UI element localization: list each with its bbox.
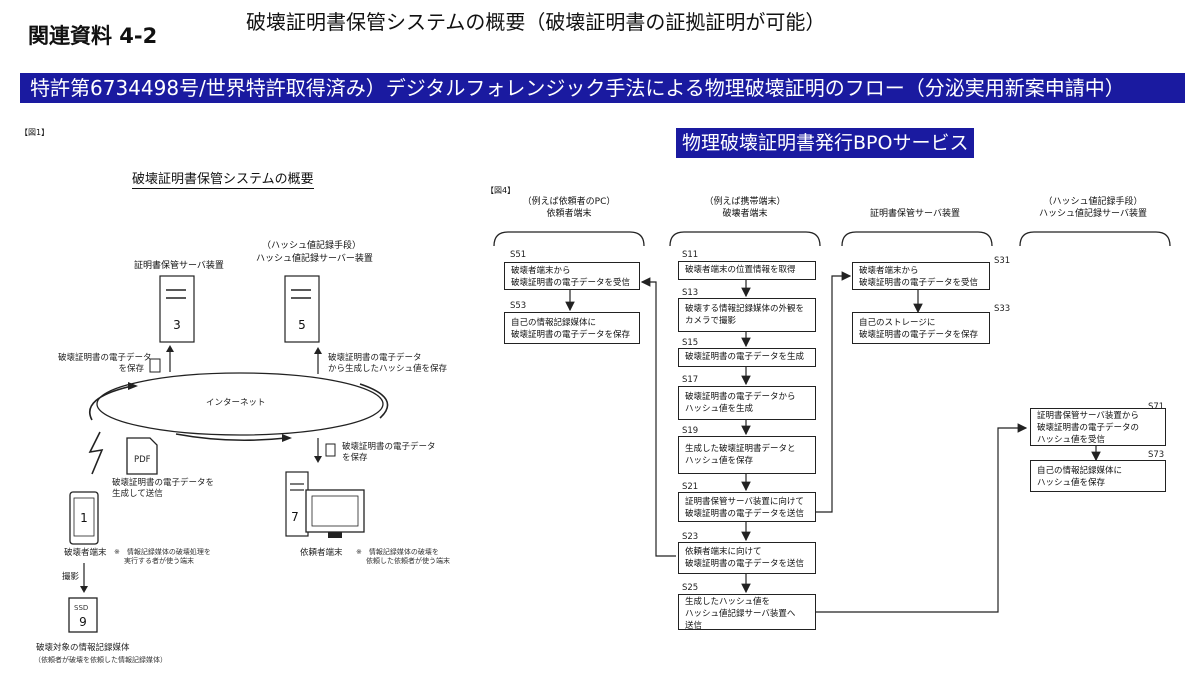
- figure1-title: 破壊証明書保管システムの概要: [132, 168, 314, 189]
- step-s17-id: S17: [682, 375, 699, 385]
- server-5-icon: [284, 275, 320, 343]
- figure1-label: 【図1】: [20, 128, 50, 137]
- step-s31-id: S31: [994, 256, 1011, 266]
- step-s21-id: S21: [682, 482, 699, 492]
- terminal1-label: 破壊者端末: [64, 548, 107, 558]
- step-s71-id: S71: [1148, 402, 1165, 412]
- terminal1-note: ※ 情報記録媒体の破壊処理を実行する者が使う端末: [114, 548, 211, 565]
- step-s31-box: 破壊者端末から破壊証明書の電子データを受信: [852, 262, 990, 290]
- step-s51-id: S51: [510, 250, 527, 260]
- step-s11-id: S11: [682, 250, 699, 260]
- photo-label: 撮影: [62, 572, 80, 582]
- pc7-number: 7: [291, 510, 299, 524]
- save-cert-note: 破壊証明書の電子データを保存: [58, 353, 152, 374]
- step-s23-id: S23: [682, 532, 699, 542]
- col-client-header: （例えば依頼者のPC）依頼者端末: [522, 197, 616, 219]
- terminal1-number: 1: [80, 511, 88, 525]
- step-s73-box: 自己の情報記録媒体にハッシュ値を保存: [1030, 460, 1166, 492]
- pc7-label: 依頼者端末: [300, 548, 343, 558]
- col-hash-server-header: （ハッシュ値記録手段）ハッシュ値記録サーバ装置: [1039, 197, 1147, 219]
- generate-send-note: 破壊証明書の電子データを生成して送信: [112, 478, 215, 499]
- step-s21-box: 証明書保管サーバ装置に向けて破壊証明書の電子データを送信: [678, 492, 816, 522]
- bpo-service-banner: 物理破壊証明書発行BPOサービス: [676, 128, 975, 158]
- phone-icon: [69, 491, 99, 545]
- step-s23-box: 依頼者端末に向けて破壊証明書の電子データを送信: [678, 542, 816, 574]
- pdf-icon: [126, 437, 158, 475]
- step-s15-id: S15: [682, 338, 699, 348]
- step-s33-id: S33: [994, 304, 1011, 314]
- server5-label-line1: （ハッシュ値記録手段）: [262, 241, 362, 251]
- ssd-number: 9: [79, 615, 87, 629]
- server-3-icon: [159, 275, 195, 343]
- ssd-icon: [68, 597, 98, 633]
- server3-label: 証明書保管サーバ装置: [134, 261, 224, 271]
- step-s13-id: S13: [682, 288, 699, 298]
- step-s19-box: 生成した破壊証明書データとハッシュ値を保存: [678, 436, 816, 474]
- server3-number: 3: [173, 318, 181, 332]
- col-cert-server-header: 証明書保管サーバ装置: [870, 209, 960, 219]
- col-destroyer-header: （例えば携帯端末）破壊者端末: [704, 197, 786, 219]
- internet-label: インターネット: [206, 398, 266, 408]
- page-title: 破壊証明書保管システムの概要（破壊証明書の証拠証明が可能）: [246, 10, 826, 34]
- pdf-label: PDF: [134, 455, 151, 465]
- ssd-label: SSD: [74, 604, 89, 612]
- media-sub-label: （依頼者が破壊を依頼した情報記録媒体）: [34, 656, 167, 664]
- save-hash-note: 破壊証明書の電子データから生成したハッシュ値を保存: [328, 353, 448, 374]
- pc-icon: [285, 471, 365, 538]
- step-s17-box: 破壊証明書の電子データからハッシュ値を生成: [678, 386, 816, 420]
- media-label: 破壊対象の情報記録媒体: [36, 643, 130, 653]
- step-s53-box: 自己の情報記録媒体に破壊証明書の電子データを保存: [504, 312, 640, 344]
- step-s25-id: S25: [682, 583, 699, 593]
- document-label: 関連資料 4-2: [28, 24, 158, 48]
- server5-number: 5: [298, 318, 306, 332]
- step-s51-box: 破壊者端末から破壊証明書の電子データを受信: [504, 262, 640, 290]
- step-s71-box: 証明書保管サーバ装置から破壊証明書の電子データのハッシュ値を受信: [1030, 408, 1166, 446]
- save-cert-pc-note: 破壊証明書の電子データを保存: [342, 442, 436, 463]
- step-s25-box: 生成したハッシュ値をハッシュ値記録サーバ装置へ送信: [678, 594, 816, 631]
- step-s19-id: S19: [682, 426, 699, 436]
- step-s73-id: S73: [1148, 450, 1165, 460]
- step-s53-id: S53: [510, 301, 527, 311]
- wireless-icon: [88, 431, 104, 475]
- step-s13-box: 破壊する情報記録媒体の外観をカメラで撮影: [678, 298, 816, 332]
- pc7-note: ※ 情報記録媒体の破壊を依頼した依頼者が使う端末: [356, 548, 450, 565]
- step-s11-box: 破壊者端末の位置情報を取得: [678, 261, 816, 280]
- figure4-label: 【図4】: [486, 186, 516, 195]
- step-s15-box: 破壊証明書の電子データを生成: [678, 348, 816, 367]
- step-s33-box: 自己のストレージに破壊証明書の電子データを保存: [852, 312, 990, 344]
- title-banner: 特許第6734498号/世界特許取得済み）デジタルフォレンジック手法による物理破…: [20, 73, 1185, 103]
- internet-ellipse: [96, 372, 384, 436]
- server5-label-line2: ハッシュ値記録サーバー装置: [256, 254, 373, 264]
